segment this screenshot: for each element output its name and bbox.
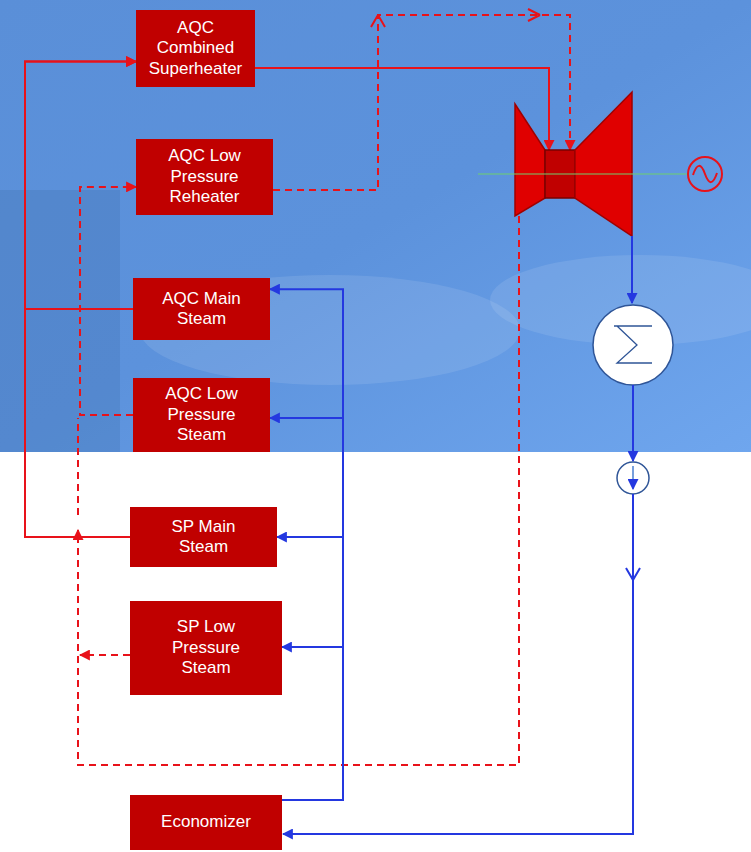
steam-outlet-line: [80, 654, 130, 656]
box-label: SP Main Steam: [146, 517, 261, 558]
arrow-mark: [371, 15, 385, 27]
box-label: AQC Low Pressure Reheater: [144, 146, 265, 207]
turbine-shaft: [478, 173, 688, 174]
extraction-line: [77, 418, 79, 515]
process-box: AQC Low Pressure Steam: [133, 378, 270, 452]
process-box: SP Low Pressure Steam: [130, 601, 282, 695]
extraction-line: [78, 216, 519, 765]
plant-structure: [0, 190, 120, 452]
generator-symbol: [688, 157, 722, 191]
flow-connector: [270, 289, 343, 800]
water-line: [631, 236, 633, 303]
box-label: SP Low Pressure Steam: [150, 617, 262, 678]
process-box: SP Main Steam: [130, 507, 277, 567]
arrow-mark: [626, 568, 640, 580]
flow-connector: [25, 62, 136, 537]
condenser-coil: [614, 326, 652, 363]
process-box: AQC Low Pressure Reheater: [136, 139, 273, 215]
box-label: AQC Low Pressure Steam: [143, 384, 260, 445]
arrow-mark: [528, 9, 540, 21]
process-box: AQC Combined Superheater: [136, 10, 255, 87]
pump-arrow: [632, 466, 634, 489]
steam-line: [255, 68, 549, 150]
process-box: AQC Main Steam: [133, 278, 270, 340]
flow-connector: [277, 537, 343, 800]
flow-connector: [282, 647, 343, 800]
turbine-lp: [575, 92, 632, 236]
process-box: Economizer: [130, 795, 282, 850]
flow-connector: [80, 187, 136, 415]
photo-background: [0, 0, 751, 452]
condenser-symbol: [593, 305, 673, 385]
box-label: Economizer: [161, 812, 251, 832]
turbine-hp: [515, 104, 545, 216]
feedwater-line: [283, 494, 633, 834]
generator-wave: [693, 166, 717, 182]
box-label: AQC Main Steam: [141, 289, 262, 330]
box-label: AQC Combined Superheater: [140, 18, 251, 79]
white-ground: [0, 452, 751, 852]
pump-symbol: [617, 462, 649, 494]
water-line: [632, 385, 634, 461]
